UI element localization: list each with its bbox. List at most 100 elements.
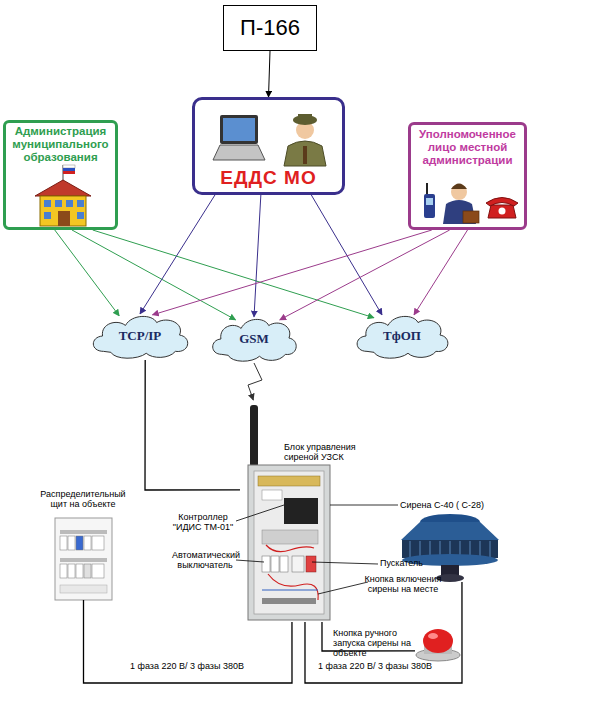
building-icon — [44, 212, 51, 219]
person-icon — [451, 184, 467, 200]
siren-illustration — [401, 514, 499, 582]
control-cabinet — [262, 490, 282, 500]
connector — [145, 360, 240, 490]
official-box: Уполномоченное лицо местной администраци… — [408, 122, 527, 230]
callout-label: Контроллер "ИДИС ТМ-01" — [168, 512, 238, 532]
node-label: Администрация муниципального образования — [6, 123, 115, 164]
leader-line — [236, 560, 264, 562]
antenna — [250, 405, 258, 467]
distribution-panel — [76, 536, 83, 550]
siren-illustration — [490, 541, 491, 557]
control-cabinet — [268, 574, 318, 600]
telephone-icon — [486, 198, 518, 207]
node-label: ТфОП — [383, 328, 421, 344]
callout-label: Кнопка включения сирены на месте — [362, 574, 444, 594]
distribution-panel — [60, 585, 107, 593]
control-cabinet — [306, 556, 316, 572]
building-icon — [35, 180, 91, 196]
antenna — [250, 405, 258, 467]
radio-icon — [426, 183, 428, 194]
cloud-outline — [93, 316, 187, 358]
manual-button: Кнопка ручного запуска сирены на объекте — [415, 622, 461, 662]
distribution-panel — [60, 564, 67, 578]
distribution-panel — [68, 536, 75, 550]
connector — [140, 195, 215, 314]
officer-icon — [284, 114, 326, 166]
node-label: TCP/IP — [119, 328, 162, 344]
building-icon — [44, 200, 51, 207]
connector — [280, 230, 450, 320]
connector — [269, 51, 271, 97]
siren-illustration — [410, 541, 411, 557]
distribution-panel — [92, 564, 104, 578]
network-cloud: TCP/IP — [88, 312, 192, 360]
manual-button-illustration — [423, 629, 453, 653]
building-icon — [77, 212, 84, 219]
control-cabinet — [254, 471, 324, 614]
dispatch-box: ЕДДС МО — [192, 97, 345, 195]
source-box: П-166 — [223, 5, 317, 51]
officer-icon — [303, 146, 307, 164]
leader-line — [330, 505, 398, 506]
node-label: Блок управления сиреной УЗСК — [284, 442, 362, 462]
control-cabinet — [266, 545, 314, 552]
leader-line — [236, 505, 284, 521]
telephone-icon — [499, 208, 506, 215]
distribution-panel — [92, 536, 104, 550]
control-cabinet — [262, 556, 270, 572]
control-cabinet — [262, 530, 318, 544]
officer-icon — [284, 141, 326, 166]
connector — [248, 363, 262, 400]
manual-button-illustration — [416, 629, 460, 661]
manual-button-illustration — [428, 633, 438, 639]
siren-illustration — [401, 522, 499, 540]
control-cabinet — [292, 556, 304, 572]
building-icon — [77, 200, 84, 207]
building-icon — [58, 211, 70, 226]
building-icon — [55, 200, 62, 207]
building-icon — [63, 168, 75, 171]
distribution-panel: Распределительный щит на объекте — [55, 518, 112, 600]
distribution-panel — [60, 530, 107, 534]
building-icon — [66, 200, 73, 207]
connector — [254, 195, 261, 317]
wire-label: 1 фаза 220 В/ 3 фазы 380В — [318, 661, 432, 671]
officer-icon — [293, 115, 317, 125]
radio-icon — [426, 198, 433, 205]
distribution-panel — [55, 518, 112, 600]
control-cabinet — [248, 465, 330, 620]
radio-icon — [424, 194, 435, 218]
laptop-icon — [223, 118, 255, 141]
connector — [55, 230, 119, 316]
siren-illustration — [420, 541, 421, 557]
cloud-outline — [357, 316, 448, 358]
node-label: П-166 — [240, 15, 300, 41]
person-icon — [451, 184, 467, 190]
person-icon — [443, 184, 479, 225]
connector — [93, 230, 374, 318]
person-icon — [463, 211, 479, 223]
control-cabinet — [271, 556, 279, 572]
control-cabinet — [284, 498, 318, 524]
node-label: Сирена С-40 ( С-28) — [400, 500, 510, 510]
control-cabinet — [248, 465, 330, 620]
distribution-panel — [76, 564, 83, 578]
connector — [414, 230, 468, 315]
connector — [84, 600, 293, 683]
siren-illustration — [480, 541, 481, 557]
leader-line — [318, 582, 368, 594]
distribution-panel — [60, 536, 67, 550]
officer-icon — [298, 114, 312, 119]
network-cloud: GSM — [208, 315, 300, 363]
leader-line — [312, 562, 378, 564]
node-label: Уполномоченное лицо местной администраци… — [411, 125, 524, 167]
callout-label: Автоматический выключатель — [172, 550, 238, 570]
node-label: Распределительный щит на объекте — [37, 489, 129, 509]
telephone-icon — [488, 205, 516, 218]
building-icon — [63, 165, 75, 168]
building-icon — [40, 196, 86, 226]
control-cabinet — [262, 590, 318, 591]
connector — [72, 230, 236, 320]
callout-label: Пускатель — [380, 558, 440, 568]
laptop-icon — [213, 145, 265, 160]
